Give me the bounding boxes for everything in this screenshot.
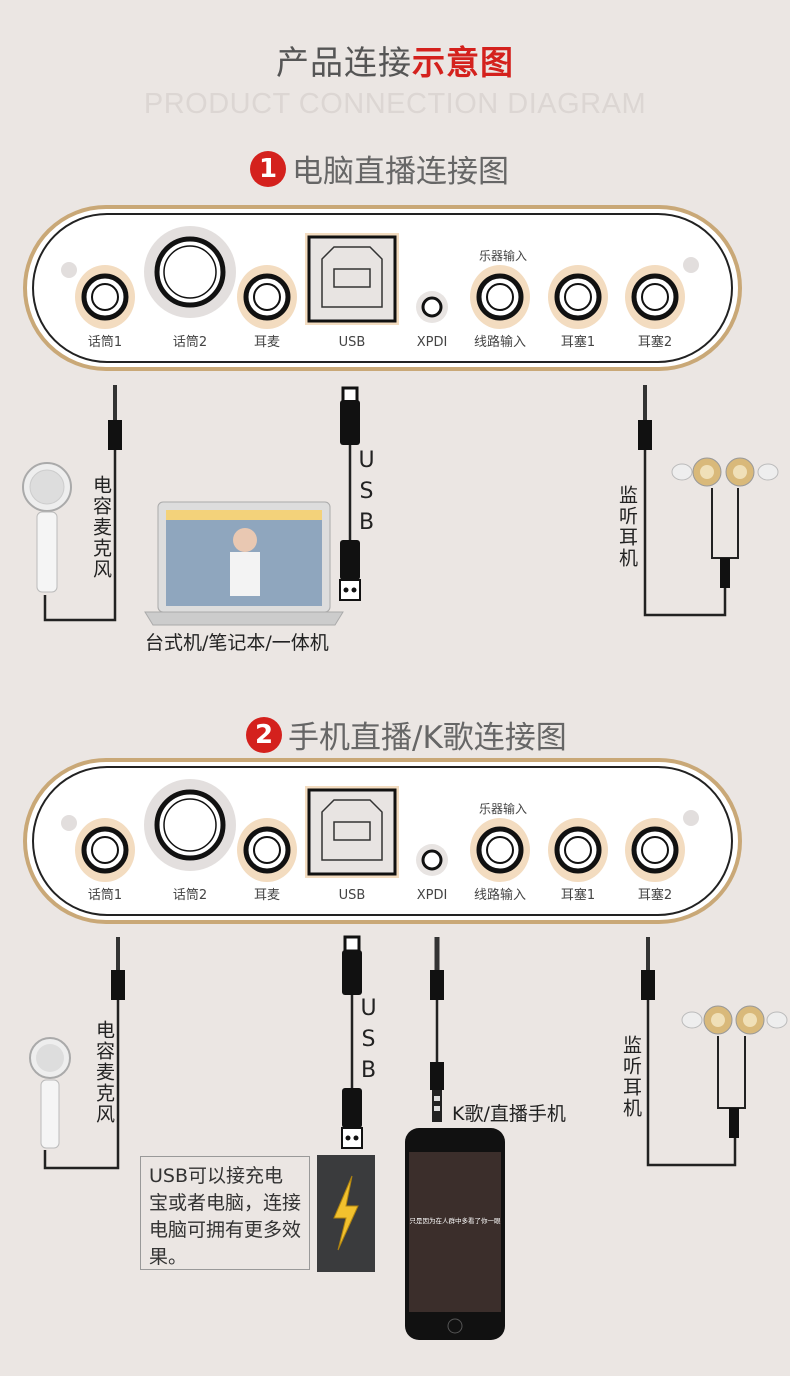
port-label: 线路输入 <box>474 887 526 903</box>
mic2-port: 话筒2 <box>144 226 236 350</box>
port-label: 耳塞1 <box>561 334 595 350</box>
laptop-icon <box>144 501 344 626</box>
port-label: 耳塞1 <box>561 887 595 903</box>
headphone-label: 监听耳机 <box>616 485 638 569</box>
jack-plug-icon <box>641 937 655 1000</box>
usb-port: USB <box>305 786 399 903</box>
port-label: 话筒2 <box>173 887 207 903</box>
screw-dot <box>683 810 699 826</box>
usb-b-plug-icon <box>340 386 360 445</box>
port-label: XPDI <box>417 888 448 903</box>
port-label: 话筒1 <box>88 887 122 903</box>
port-label: 话筒1 <box>88 334 122 350</box>
mic1-port: 话筒1 <box>75 818 135 903</box>
mic-label: 电容麦克风 <box>90 475 112 580</box>
screw-dot <box>61 262 77 278</box>
xpdi-port: XPDI <box>416 291 448 350</box>
jack-plug-icon <box>108 385 122 450</box>
title-highlight: 示意图 <box>412 43 514 82</box>
line-in-port: 线路输入 <box>470 265 530 350</box>
port-label: 耳塞2 <box>638 334 672 350</box>
screw-dot <box>683 257 699 273</box>
port-label: 耳麦 <box>254 335 280 350</box>
phone-label: K歌/直播手机 <box>452 1103 566 1125</box>
earphones-icon <box>671 457 779 588</box>
section1-heading: 1 电脑直播连接图 <box>250 146 509 191</box>
section1-number-badge: 1 <box>250 150 286 187</box>
title-part1: 产品连接 <box>276 43 412 82</box>
lightning-charge-icon <box>317 1155 375 1272</box>
port-label: 线路输入 <box>474 334 526 350</box>
headset-port: 耳麦 <box>237 265 297 350</box>
earphone2-port: 耳塞2 <box>625 265 685 350</box>
screw-dot <box>61 815 77 831</box>
computer-caption: 台式机/笔记本/一体机 <box>145 632 329 654</box>
usb-a-plug-icon <box>339 540 361 601</box>
condenser-mic-icon <box>22 462 72 593</box>
condenser-mic-icon <box>29 1037 71 1149</box>
port-label: USB <box>339 888 366 903</box>
port-label: 耳塞2 <box>638 887 672 903</box>
mic2-port: 话筒2 <box>144 779 236 903</box>
trrs-jack-plug-icon <box>430 937 444 1122</box>
device-panel-2: 话筒1 话筒2 耳麦 USB XPDI 线路输入 耳塞1 耳塞2 乐器输入 <box>23 758 742 924</box>
headphone-label: 监听耳机 <box>620 1035 642 1119</box>
instrument-input-label: 乐器输入 <box>479 248 527 263</box>
phone-lyric-text: 只是因为在人群中多看了你一眼 <box>410 1216 502 1225</box>
section2-number-badge: 2 <box>246 716 282 753</box>
headset-port: 耳麦 <box>237 818 297 903</box>
page-subtitle: PRODUCT CONNECTION DIAGRAM <box>143 88 647 120</box>
mic-cable <box>43 995 120 1170</box>
xpdi-port: XPDI <box>416 844 448 903</box>
device-panel-1: 话筒1 话筒2 耳麦 USB XPDI 线路输入 耳塞1 耳塞2 乐器输入 <box>23 205 742 371</box>
earphone1-port: 耳塞1 <box>548 265 608 350</box>
earphone2-port: 耳塞2 <box>625 818 685 903</box>
section2-title: 手机直播/K歌连接图 <box>288 720 567 756</box>
usb-b-plug-icon <box>342 935 362 995</box>
instrument-input-label: 乐器输入 <box>479 801 527 816</box>
earphone1-port: 耳塞1 <box>548 818 608 903</box>
section2-heading: 2 手机直播/K歌连接图 <box>246 712 567 757</box>
usb-power-note: USB可以接充电宝或者电脑，连接电脑可拥有更多效果。 <box>140 1156 310 1270</box>
port-label: USB <box>339 335 366 350</box>
port-label: XPDI <box>417 335 448 350</box>
jack-plug-icon <box>111 937 125 1000</box>
panel-inner-border <box>32 766 733 916</box>
earphones-icon <box>681 1005 788 1138</box>
jack-plug-icon <box>638 385 652 450</box>
usb-port: USB <box>305 233 399 350</box>
usb-label: USB <box>356 996 381 1089</box>
mic1-port: 话筒1 <box>75 265 135 350</box>
section1-title: 电脑直播连接图 <box>292 154 509 190</box>
usb-label: USB <box>354 448 379 541</box>
mic-label: 电容麦克风 <box>93 1020 115 1125</box>
mic-cable <box>43 440 117 622</box>
usb-a-plug-icon <box>341 1088 363 1149</box>
port-label: 话筒2 <box>173 334 207 350</box>
line-in-port: 线路输入 <box>470 818 530 903</box>
smartphone-icon: 只是因为在人群中多看了你一眼 <box>405 1128 505 1340</box>
panel-inner-border <box>32 213 733 363</box>
port-label: 耳麦 <box>254 888 280 903</box>
page-title: 产品连接示意图 <box>0 36 790 84</box>
